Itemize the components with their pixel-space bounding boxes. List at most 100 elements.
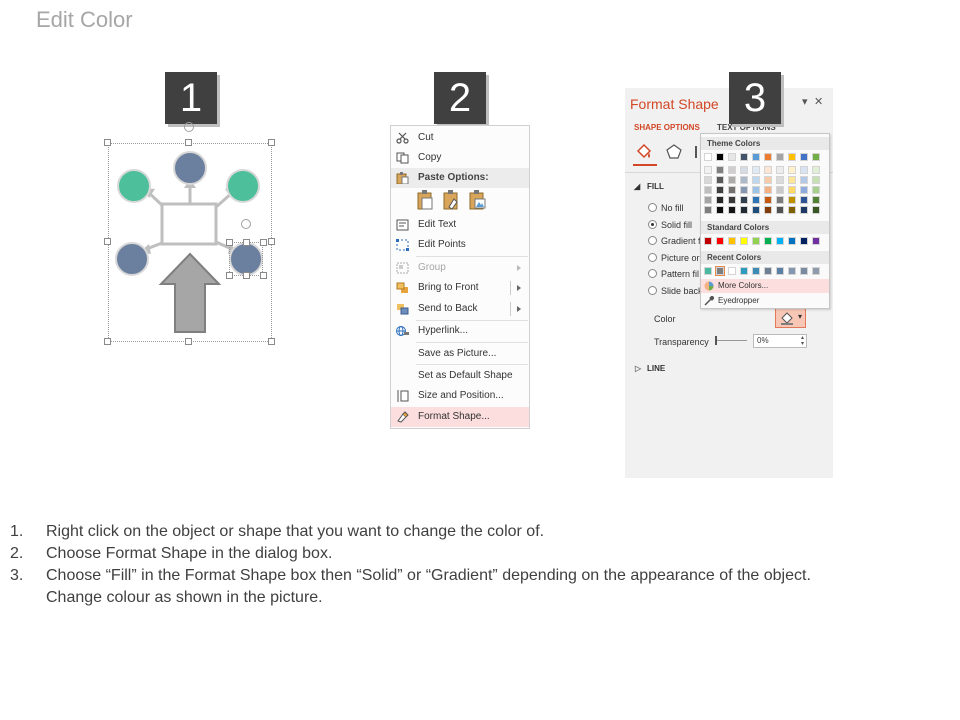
shape-selection-box[interactable] [229, 242, 263, 276]
theme-color-swatch[interactable] [728, 153, 736, 161]
paste-keep-formatting-icon[interactable] [417, 190, 434, 210]
theme-color-shade-swatch[interactable] [728, 206, 736, 214]
standard-color-swatch[interactable] [800, 237, 808, 245]
spin-up-icon[interactable]: ▴ [800, 335, 804, 341]
spin-down-icon[interactable]: ▾ [800, 341, 804, 347]
fill-option-solid-fill[interactable]: Solid fill [648, 219, 692, 231]
tab-text-options[interactable]: TEXT OPTIONS [717, 123, 776, 132]
standard-color-swatch[interactable] [776, 237, 784, 245]
standard-color-swatch[interactable] [788, 237, 796, 245]
effects-pentagon-icon[interactable] [666, 144, 682, 160]
more-colors-item[interactable]: More Colors... [701, 279, 829, 293]
fill-option-picture-fill[interactable]: Picture or [648, 252, 700, 264]
theme-color-shade-swatch[interactable] [704, 176, 712, 184]
recent-color-swatch[interactable] [776, 267, 784, 275]
fill-expanded-chevron-icon[interactable]: ◢ [634, 182, 641, 191]
theme-color-swatch[interactable] [740, 153, 748, 161]
rotate-handle-icon[interactable] [241, 219, 251, 229]
theme-color-shade-swatch[interactable] [764, 176, 772, 184]
recent-color-swatch[interactable] [752, 267, 760, 275]
theme-color-shade-swatch[interactable] [716, 166, 724, 174]
menu-item-hyperlink[interactable]: Hyperlink... [391, 321, 529, 341]
standard-color-swatch[interactable] [812, 237, 820, 245]
pane-options-chevron-icon[interactable]: ▾ [802, 96, 808, 108]
submenu-arrow-icon[interactable] [517, 285, 521, 291]
theme-color-shade-swatch[interactable] [764, 186, 772, 194]
resize-handle[interactable] [104, 139, 111, 146]
theme-color-shade-swatch[interactable] [788, 196, 796, 204]
resize-handle[interactable] [268, 338, 275, 345]
theme-color-shade-swatch[interactable] [752, 186, 760, 194]
theme-color-shade-swatch[interactable] [740, 166, 748, 174]
shape-diagram[interactable] [98, 118, 288, 352]
radio-button[interactable] [648, 203, 657, 212]
theme-color-shade-swatch[interactable] [728, 186, 736, 194]
resize-handle[interactable] [226, 272, 233, 279]
resize-handle[interactable] [226, 239, 233, 246]
menu-item-size-and-position[interactable]: Size and Position... [391, 386, 529, 406]
submenu-arrow-icon[interactable] [517, 306, 521, 312]
theme-color-shade-swatch[interactable] [764, 206, 772, 214]
standard-color-swatch[interactable] [764, 237, 772, 245]
rotate-handle-icon[interactable] [184, 122, 194, 132]
eyedropper-item[interactable]: Eyedropper [701, 294, 829, 308]
recent-color-swatch[interactable] [764, 267, 772, 275]
resize-handle[interactable] [268, 139, 275, 146]
theme-color-swatch[interactable] [704, 153, 712, 161]
theme-color-shade-swatch[interactable] [800, 186, 808, 194]
resize-handle[interactable] [104, 338, 111, 345]
theme-color-swatch[interactable] [812, 153, 820, 161]
size-properties-icon[interactable] [695, 146, 697, 158]
recent-color-swatch[interactable] [715, 266, 725, 276]
fill-option-gradient-fill[interactable]: Gradient f [648, 235, 701, 247]
theme-color-shade-swatch[interactable] [800, 196, 808, 204]
theme-color-shade-swatch[interactable] [800, 176, 808, 184]
radio-button[interactable] [648, 286, 657, 295]
standard-color-swatch[interactable] [740, 237, 748, 245]
theme-color-shade-swatch[interactable] [788, 166, 796, 174]
theme-color-shade-swatch[interactable] [704, 186, 712, 194]
resize-handle[interactable] [268, 238, 275, 245]
menu-item-cut[interactable]: Cut [391, 128, 529, 148]
theme-color-shade-swatch[interactable] [704, 206, 712, 214]
recent-color-swatch[interactable] [800, 267, 808, 275]
theme-color-shade-swatch[interactable] [716, 196, 724, 204]
fill-option-no-fill[interactable]: No fill [648, 202, 684, 214]
theme-color-shade-swatch[interactable] [752, 166, 760, 174]
standard-color-swatch[interactable] [728, 237, 736, 245]
recent-color-swatch[interactable] [728, 267, 736, 275]
menu-item-set-default-shape[interactable]: Set as Default Shape [391, 366, 529, 386]
menu-item-bring-to-front[interactable]: Bring to Front [391, 278, 529, 298]
theme-color-shade-swatch[interactable] [788, 176, 796, 184]
tab-shape-options[interactable]: SHAPE OPTIONS [634, 123, 700, 132]
theme-color-swatch[interactable] [764, 153, 772, 161]
theme-color-shade-swatch[interactable] [752, 206, 760, 214]
theme-color-shade-swatch[interactable] [812, 186, 820, 194]
menu-item-save-as-picture[interactable]: Save as Picture... [391, 344, 529, 364]
radio-button[interactable] [648, 253, 657, 262]
standard-color-swatch[interactable] [716, 237, 724, 245]
recent-color-swatch[interactable] [812, 267, 820, 275]
menu-item-edit-points[interactable]: Edit Points [391, 235, 529, 255]
menu-item-edit-text[interactable]: Edit Text [391, 215, 529, 235]
theme-color-shade-swatch[interactable] [752, 196, 760, 204]
resize-handle[interactable] [243, 239, 250, 246]
theme-color-swatch[interactable] [752, 153, 760, 161]
transparency-slider[interactable] [715, 340, 747, 341]
recent-color-swatch[interactable] [704, 267, 712, 275]
theme-color-shade-swatch[interactable] [764, 166, 772, 174]
theme-color-shade-swatch[interactable] [776, 196, 784, 204]
close-icon[interactable]: ✕ [814, 96, 824, 108]
menu-item-group[interactable]: Group [391, 258, 529, 278]
theme-color-shade-swatch[interactable] [728, 166, 736, 174]
theme-color-shade-swatch[interactable] [776, 176, 784, 184]
theme-color-shade-swatch[interactable] [764, 196, 772, 204]
theme-color-shade-swatch[interactable] [716, 176, 724, 184]
theme-color-shade-swatch[interactable] [716, 206, 724, 214]
theme-color-shade-swatch[interactable] [704, 166, 712, 174]
resize-handle[interactable] [243, 272, 250, 279]
transparency-slider-thumb[interactable] [715, 336, 717, 345]
fill-section-label[interactable]: FILL [647, 182, 664, 191]
radio-button[interactable] [648, 236, 657, 245]
theme-color-shade-swatch[interactable] [776, 166, 784, 174]
